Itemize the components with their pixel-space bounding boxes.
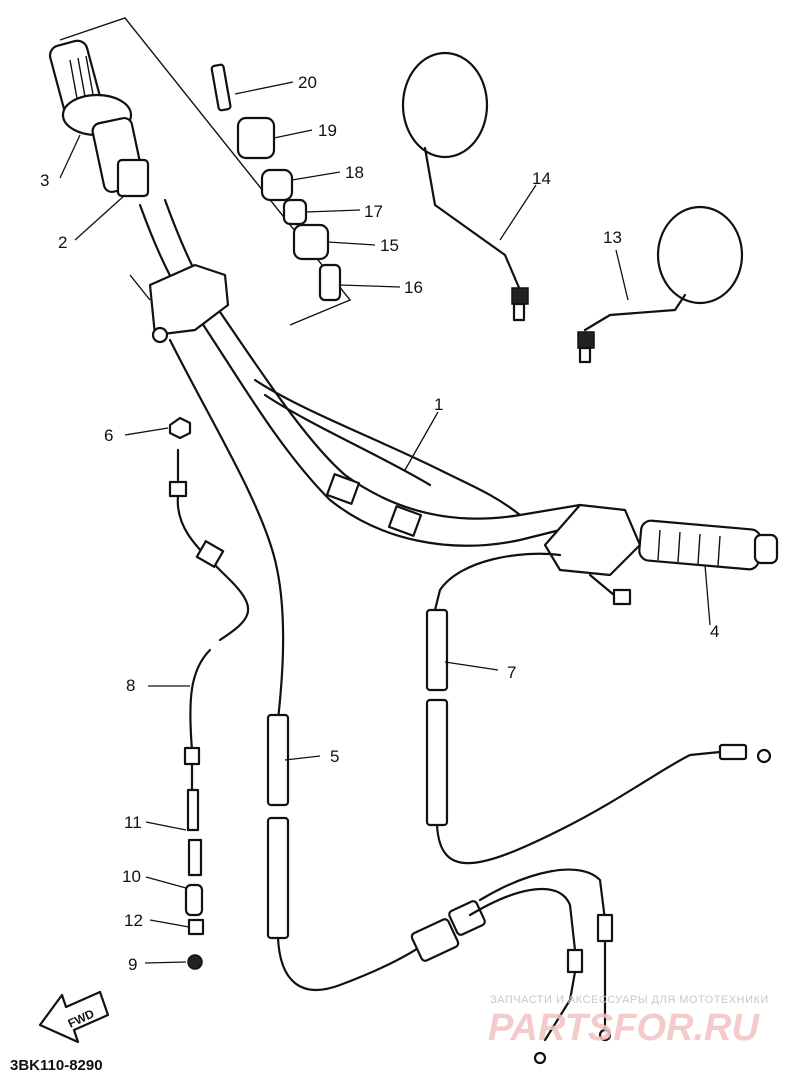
callout-7: 7 (507, 663, 516, 682)
bar-end-inset-frame (59, 17, 352, 326)
callout-18: 18 (345, 163, 364, 182)
left-switch-housing (129, 263, 230, 344)
mirror-right (577, 205, 744, 364)
handlebar (138, 198, 582, 547)
callout-2: 2 (58, 233, 67, 252)
callout-15: 15 (380, 236, 399, 255)
clutch-cable (425, 552, 772, 865)
throttle-cable (168, 338, 432, 991)
callout-10: 10 (122, 867, 141, 886)
callout-13: 13 (603, 228, 622, 247)
callout-8: 8 (126, 676, 135, 695)
callout-5: 5 (330, 747, 339, 766)
left-grip (48, 39, 150, 198)
watermark: ЗАПЧАСТИ И АКСЕССУАРЫ ДЛЯ МОТОТЕХНИКИ PA… (488, 994, 769, 1049)
callout-16: 16 (404, 278, 423, 297)
diagram-code: 3BK110-8290 (10, 1057, 103, 1074)
bar-end-parts (210, 63, 342, 302)
callout-9: 9 (128, 955, 137, 974)
callout-1: 1 (434, 395, 443, 414)
callout-4: 4 (710, 622, 719, 641)
mirror-left (401, 51, 529, 322)
callout-20: 20 (298, 73, 317, 92)
callout-19: 19 (318, 121, 337, 140)
cable-junction (410, 868, 614, 1065)
callout-17: 17 (364, 202, 383, 221)
callout-12: 12 (124, 911, 143, 930)
watermark-brand: PARTSFOR.RU (488, 1007, 760, 1049)
watermark-caption: ЗАПЧАСТИ И АКСЕССУАРЫ ДЛЯ МОТОТЕХНИКИ (490, 994, 769, 1006)
leader-lines (59, 81, 711, 964)
choke-cable (168, 416, 250, 970)
callout-14: 14 (532, 169, 551, 188)
callout-6: 6 (104, 426, 113, 445)
fwd-arrow-icon: FWD (38, 990, 110, 1044)
callout-labels: 1 2 3 4 5 6 7 8 9 10 11 12 13 14 15 16 1… (40, 73, 719, 974)
right-grip (543, 503, 779, 606)
callout-11: 11 (124, 813, 142, 832)
callout-3: 3 (40, 171, 49, 190)
